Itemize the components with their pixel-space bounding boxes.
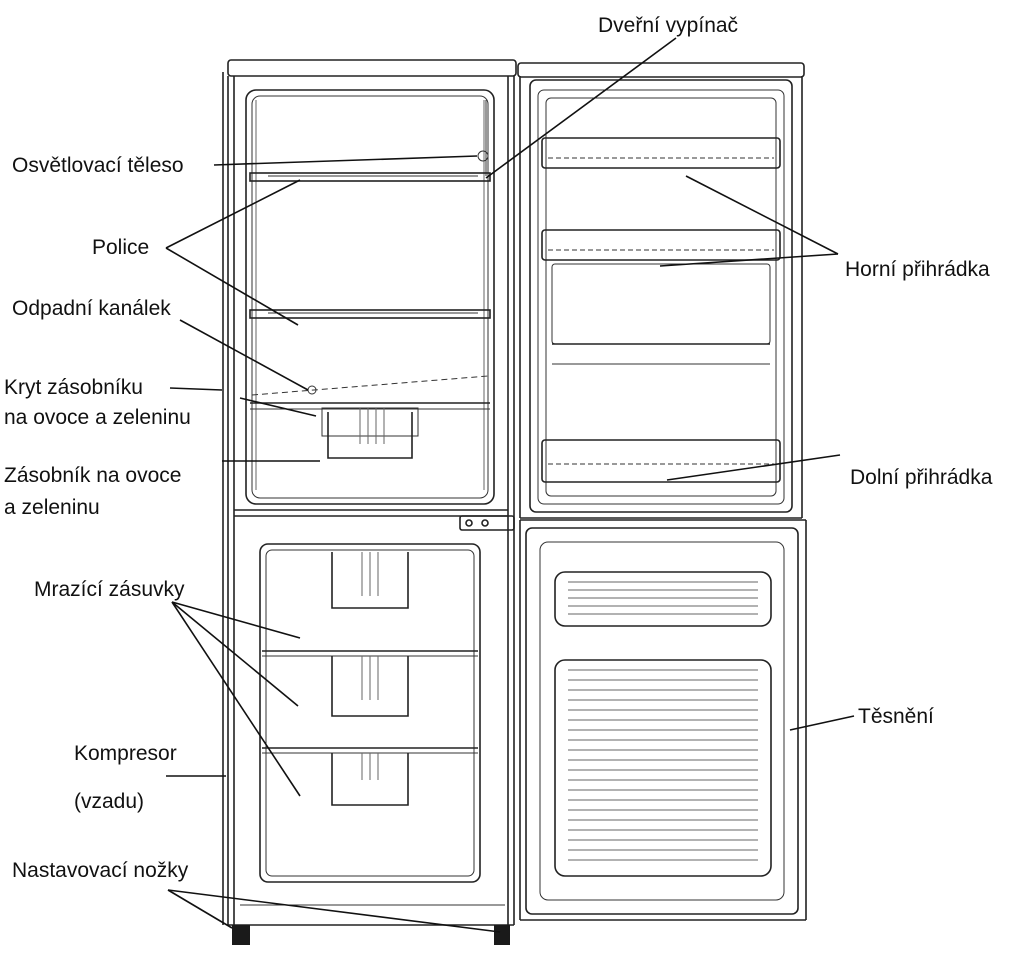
leader-crisper-cover-a: [169, 387, 223, 391]
leader-light: [213, 155, 478, 166]
freezer-door-panel: [554, 571, 772, 877]
lower-door-rack: [541, 439, 781, 483]
leader-upper-rack-2: [659, 253, 839, 267]
crisper-drawer: [250, 402, 490, 459]
hinge-plate: [459, 515, 515, 531]
label-light-fixture: Osvětlovací těleso: [12, 154, 184, 177]
label-adjustable-feet: Nastavovací nožky: [12, 859, 189, 882]
fridge-compartment: [245, 89, 495, 505]
label-compressor-line1: Kompresor: [74, 742, 177, 765]
leader-upper-rack-1: [685, 175, 839, 255]
leader-shelf-1: [165, 179, 301, 249]
label-crisper-line2: a zeleninu: [4, 496, 100, 519]
leader-drain: [179, 319, 309, 391]
leader-door-switch: [485, 37, 677, 179]
leader-gasket: [789, 715, 855, 731]
label-shelves: Police: [92, 236, 149, 259]
fridge-door: [517, 62, 805, 519]
label-crisper-line1: Zásobník na ovoce: [4, 464, 181, 487]
label-freezer-drawers: Mrazící zásuvky: [34, 578, 185, 601]
leader-shelf-2: [165, 247, 299, 326]
freezer-door: [519, 519, 807, 921]
freezer-compartment: [259, 543, 481, 883]
label-crisper-cover-line2: na ovoce a zeleninu: [4, 406, 191, 429]
glass-shelves: [249, 172, 491, 319]
label-drain-channel: Odpadní kanálek: [12, 297, 171, 320]
fridge-cabinet: [222, 59, 517, 926]
leader-crisper-cover-b: [239, 397, 317, 417]
upper-door-racks: [541, 137, 781, 365]
label-upper-door-rack: Horní přihrádka: [845, 258, 990, 281]
leader-feet-1: [167, 889, 233, 929]
leader-freezer-3: [171, 601, 301, 797]
leader-freezer-2: [171, 601, 299, 707]
leader-feet-2: [167, 889, 501, 933]
light-fixture: [477, 100, 489, 176]
label-crisper-cover-line1: Kryt zásobníku: [4, 376, 143, 399]
label-door-switch: Dveřní vypínač: [598, 14, 738, 37]
freezer-drawers: [262, 552, 478, 806]
label-lower-door-rack: Dolní přihrádka: [850, 466, 993, 489]
leader-freezer-1: [171, 601, 301, 639]
label-compressor-line2: (vzadu): [74, 790, 144, 813]
leader-lower-rack: [666, 454, 841, 481]
leader-lines: [165, 37, 855, 933]
adjustable-feet: [232, 925, 510, 945]
label-gasket: Těsnění: [858, 705, 934, 728]
